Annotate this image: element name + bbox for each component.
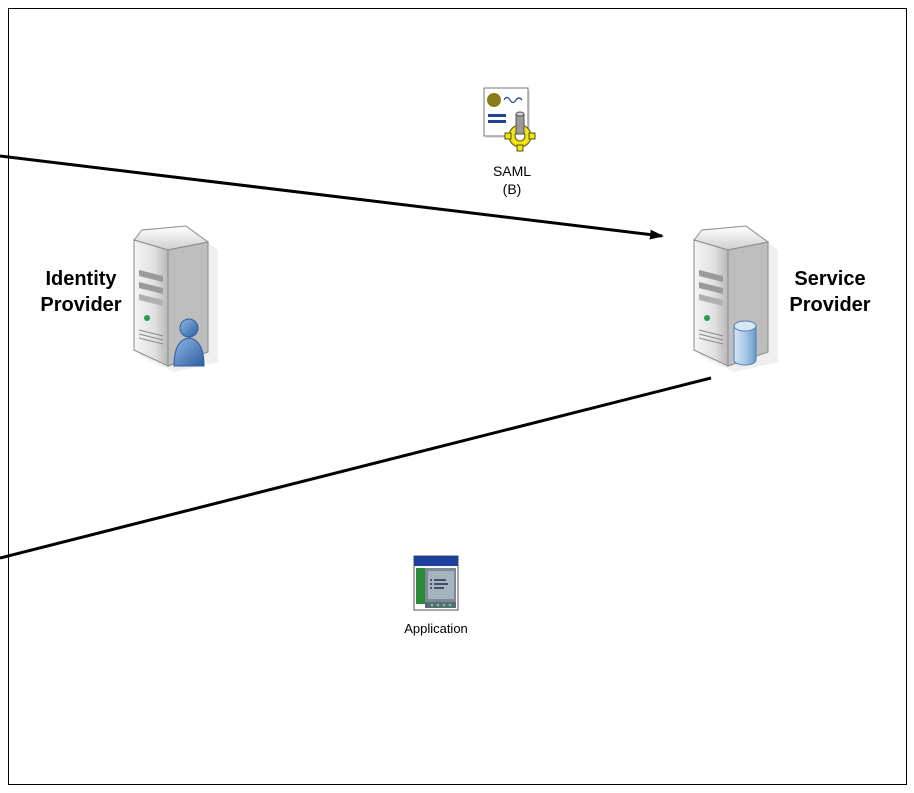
saml-label-line1: SAML	[492, 163, 532, 179]
arrow-to-service-provider	[0, 154, 664, 240]
saml-certificate-gear-icon	[483, 87, 536, 152]
identity-provider-label: Identity Provider	[34, 266, 128, 318]
identity-provider-label-line2: Provider	[40, 294, 122, 316]
application-window-icon	[413, 555, 459, 611]
diagram-frame	[8, 8, 907, 785]
identity-provider-label-line1: Identity	[45, 268, 117, 290]
service-provider-label: Service Provider	[782, 266, 878, 318]
service-provider-label-line1: Service	[794, 268, 866, 290]
saml-label: SAML (B)	[482, 162, 542, 198]
application-label: Application	[404, 621, 468, 636]
line-from-service-provider	[0, 376, 712, 560]
service-provider-label-line2: Provider	[789, 294, 871, 316]
server-with-user-icon	[133, 225, 218, 372]
saml-label-line2: (B)	[502, 181, 522, 197]
server-with-database-icon	[693, 225, 778, 372]
